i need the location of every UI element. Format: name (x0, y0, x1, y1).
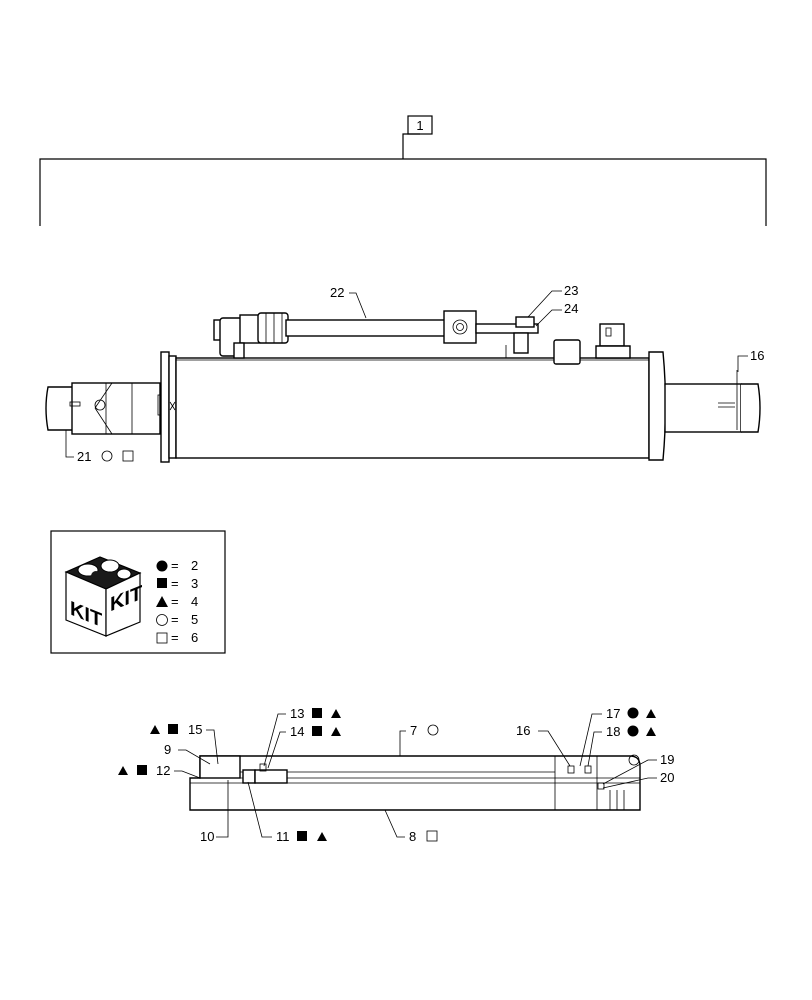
legend-eq-4: = (171, 612, 179, 627)
item-1-label: 1 (416, 118, 423, 133)
legend-value-5: 6 (191, 630, 198, 645)
clamp-plate (475, 323, 539, 334)
legend-eq-3: = (171, 594, 179, 609)
legend-eq-2: = (171, 576, 179, 591)
top-callouts: 22 23 24 16 21 (65, 283, 764, 464)
callout-19: 19 (660, 752, 674, 767)
filled-circle-icon (156, 560, 168, 572)
filled-triangle-icon (156, 596, 168, 607)
callout-24: 24 (564, 301, 578, 316)
callout-20: 20 (660, 770, 674, 785)
callout-14: 14 (290, 724, 304, 739)
callout-12: 12 (156, 763, 170, 778)
cylinder-barrel (175, 357, 650, 459)
breather-fitting (599, 323, 625, 347)
callout-8: 8 (409, 829, 416, 844)
section-callouts: 15 9 12 10 11 13 14 7 8 16 17 (118, 706, 674, 844)
right-rod-eye (741, 383, 761, 433)
callout-21: 21 (77, 449, 91, 464)
left-rod-end (71, 382, 161, 435)
open-square-icon (156, 632, 168, 644)
callout-7: 7 (410, 723, 417, 738)
hydraulic-tube (285, 319, 447, 337)
clamp-bolt (515, 316, 535, 328)
open-square-symbol (122, 450, 134, 462)
open-circle-symbol (101, 450, 113, 462)
kit-box-icon: KIT KIT (64, 556, 142, 637)
legend-value-2: 3 (191, 576, 198, 591)
callout-9: 9 (164, 742, 171, 757)
tube-block (443, 310, 477, 344)
callout-16-section: 16 (516, 723, 530, 738)
legend-value-3: 4 (191, 594, 198, 609)
cylinder-assembly (45, 310, 761, 463)
callout-13: 13 (290, 706, 304, 721)
callout-15: 15 (188, 722, 202, 737)
callout-22: 22 (330, 285, 344, 300)
legend-eq-5: = (171, 630, 179, 645)
left-rod-eye (45, 386, 72, 431)
legend-value-1: 2 (191, 558, 198, 573)
callout-23: 23 (564, 283, 578, 298)
callout-18: 18 (606, 724, 620, 739)
right-rod-end (664, 383, 742, 433)
filled-square-icon (157, 578, 167, 588)
section-view (189, 754, 641, 811)
port-fitting (553, 339, 581, 365)
open-circle-icon (156, 614, 168, 626)
callout-11: 11 (276, 829, 290, 844)
assembly-bracket: 1 (39, 115, 767, 226)
kit-legend: KIT KIT = 2 = 3 = 4 = 5 = 6 (50, 530, 226, 654)
legend-value-4: 5 (191, 612, 198, 627)
legend-eq-1: = (171, 558, 179, 573)
callout-16-top: 16 (750, 348, 764, 363)
callout-17: 17 (606, 706, 620, 721)
cylinder-cap (648, 351, 667, 461)
callout-10: 10 (200, 829, 214, 844)
